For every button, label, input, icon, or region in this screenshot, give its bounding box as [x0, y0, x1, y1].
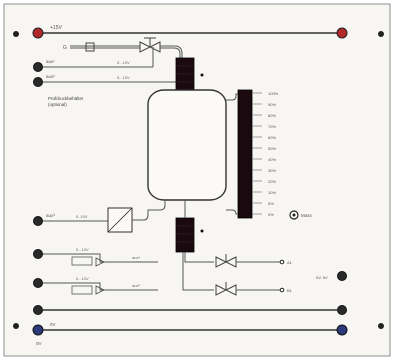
aux1-label: aux¹ — [46, 59, 55, 64]
aux5-range: 0...10V — [76, 276, 89, 281]
scale-tick: 90% — [268, 102, 276, 107]
output-a-label: A1 — [287, 260, 293, 265]
aux3-label: aux³ — [46, 213, 55, 218]
tank-label-line1: Prüfdruckbehälter — [48, 96, 84, 101]
ground-right-socket[interactable] — [338, 306, 347, 315]
scale-tick: 10% — [268, 190, 276, 195]
aux4-range: 0...10V — [76, 247, 89, 252]
scale-tick: 20% — [268, 179, 276, 184]
aux2-socket[interactable] — [34, 78, 43, 87]
bottom-rail-caption: 0V — [36, 341, 42, 346]
scale-tick: 70% — [268, 124, 276, 129]
level-bar — [238, 90, 252, 218]
scale-tick: 100% — [268, 91, 279, 96]
aux3-socket[interactable] — [34, 217, 43, 226]
scale-tick: 50% — [268, 146, 276, 151]
tank-label-line2: (optional) — [48, 102, 67, 107]
scale-tick: 80% — [268, 113, 276, 118]
scale-tick: 5% — [268, 201, 274, 206]
scale-tick: 60% — [268, 135, 276, 140]
aux1-range: 0...10V — [117, 60, 130, 65]
top-rail-label: +15V — [50, 25, 62, 31]
aux2-label: aux² — [46, 74, 55, 79]
switch-socket[interactable] — [338, 272, 347, 281]
scale-tick: 0% — [268, 212, 274, 217]
mount-hole — [13, 323, 19, 329]
switch-label: 0V, 5V — [316, 275, 328, 280]
scale-tick: 30% — [268, 168, 276, 173]
top-valve-label: G — [63, 45, 67, 51]
aux4-socket[interactable] — [34, 250, 43, 259]
lower-sensor-dot — [201, 230, 204, 233]
mount-hole — [13, 31, 19, 37]
valve-a-terminal — [280, 260, 284, 264]
indicator-label: Mass — [301, 213, 313, 218]
top-rail-right-socket[interactable] — [337, 28, 347, 38]
indicator-lamp-center — [293, 214, 296, 217]
mount-hole — [378, 31, 384, 37]
upper-sensor-dot — [201, 74, 204, 77]
bottom-rail-left-socket[interactable] — [33, 325, 43, 335]
bottom-rail-label: 0V — [50, 322, 56, 327]
aux5-socket[interactable] — [34, 279, 43, 288]
pressure-vessel — [148, 90, 226, 200]
aux1-socket[interactable] — [34, 63, 43, 72]
top-rail-left-socket[interactable] — [33, 28, 43, 38]
lower-pressure-sensor — [176, 218, 194, 252]
aux5-out: aux⁵ — [132, 283, 140, 288]
output-b-label: B1 — [287, 288, 293, 293]
scale-tick: 40% — [268, 157, 276, 162]
ground-left-socket[interactable] — [34, 306, 43, 315]
bottom-rail-right-socket[interactable] — [337, 325, 347, 335]
aux2-range: 0...10V — [117, 75, 130, 80]
aux4-out: aux⁴ — [132, 255, 140, 260]
valve-b-terminal — [280, 288, 284, 292]
aux3-range: 0..10V — [76, 214, 88, 219]
mount-hole — [378, 323, 384, 329]
